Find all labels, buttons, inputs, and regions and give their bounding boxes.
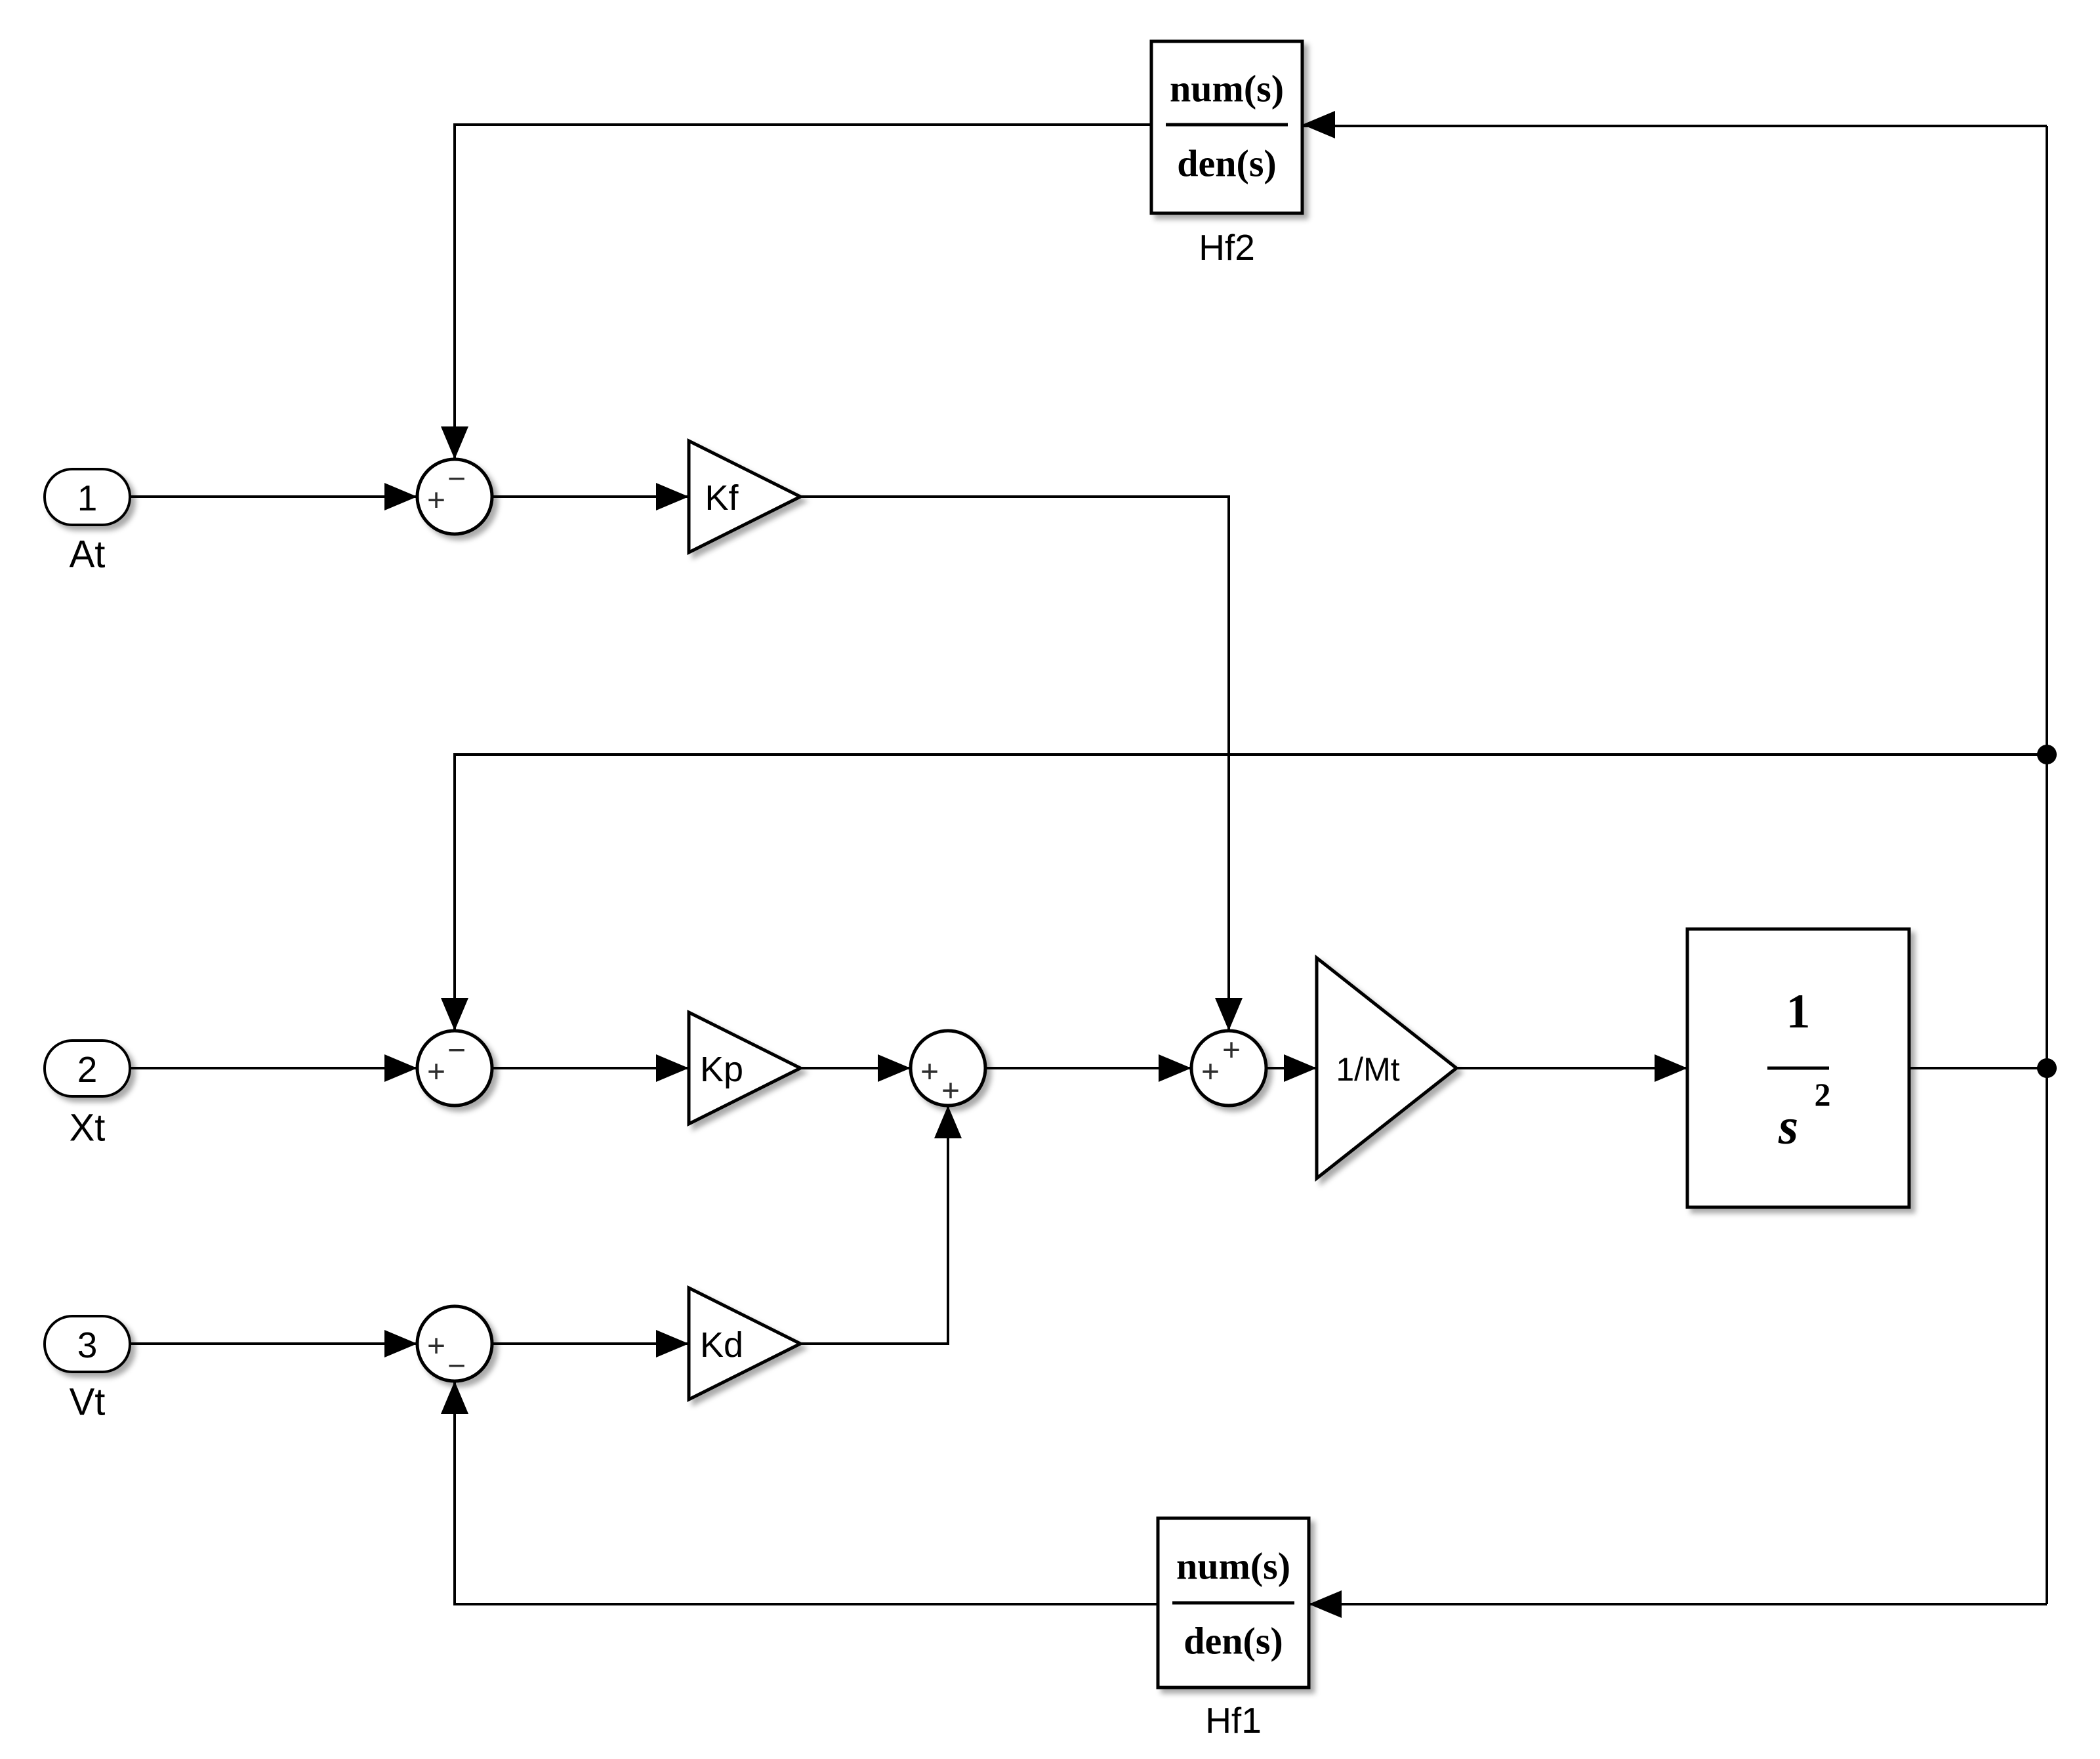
inport-shape[interactable] xyxy=(43,1039,131,1098)
inport-vt[interactable]: 3 Vt xyxy=(43,1315,131,1424)
wires xyxy=(130,123,2048,1605)
inport-xt[interactable]: 2 Xt xyxy=(43,1039,131,1149)
sum-sign-plus: + xyxy=(427,1055,445,1090)
gain-kf[interactable]: Kf xyxy=(687,438,804,556)
sum-shape[interactable] xyxy=(1189,1029,1268,1107)
arrowhead xyxy=(656,1054,689,1082)
gain-shape[interactable] xyxy=(687,1009,804,1127)
wire-hf2-to-at-sum[interactable] xyxy=(453,123,1151,459)
sum-sign-plus: + xyxy=(920,1055,939,1090)
gain-mt[interactable]: 1/Mt xyxy=(1315,954,1460,1182)
arrowhead xyxy=(878,1054,911,1082)
integrator-denominator-exponent: 2 xyxy=(1815,1076,1831,1113)
sum-at[interactable]: + − xyxy=(415,457,494,536)
arrowhead xyxy=(934,1106,962,1138)
sum-sign-plus: + xyxy=(1222,1033,1241,1068)
sum-shape[interactable] xyxy=(415,1304,494,1383)
gain-label: Kf xyxy=(705,478,739,518)
arrowheads xyxy=(384,111,1687,1618)
block-caption: Hf1 xyxy=(1205,1700,1262,1741)
inport-label: Xt xyxy=(70,1107,106,1149)
inport-shape[interactable] xyxy=(43,468,131,526)
integrator-denominator-s: s xyxy=(1778,1098,1798,1155)
arrowhead xyxy=(1655,1054,1687,1082)
wire-hf1-to-vt-sum[interactable] xyxy=(453,1381,1158,1605)
wire-kd-to-pd-sum[interactable] xyxy=(800,1106,949,1345)
inport-number: 3 xyxy=(77,1325,98,1365)
arrowhead xyxy=(1159,1054,1191,1082)
sum-force[interactable]: + + xyxy=(1189,1029,1268,1107)
arrowhead xyxy=(441,1381,468,1414)
tf-denominator: den(s) xyxy=(1184,1620,1283,1663)
gain-shape[interactable] xyxy=(687,438,804,556)
sum-sign-plus: + xyxy=(941,1074,960,1109)
tf-denominator: den(s) xyxy=(1177,142,1276,185)
gain-shape[interactable] xyxy=(687,1285,804,1403)
sum-sign-minus: − xyxy=(447,1349,466,1384)
tf-numerator: num(s) xyxy=(1176,1545,1290,1588)
sum-sign-plus: + xyxy=(1201,1055,1220,1090)
sum-vt[interactable]: + − xyxy=(415,1304,494,1384)
sum-shape[interactable] xyxy=(415,1029,494,1107)
double-integrator-block[interactable]: 1 s 2 xyxy=(1685,927,1911,1209)
branch-dot xyxy=(2037,745,2057,764)
arrowhead xyxy=(1309,1590,1342,1618)
sum-sign-minus: − xyxy=(447,462,466,497)
sum-shape[interactable] xyxy=(415,457,494,536)
inport-label: Vt xyxy=(70,1381,106,1424)
gain-label: Kp xyxy=(700,1050,743,1089)
block-caption: Hf2 xyxy=(1199,227,1255,268)
inport-number: 1 xyxy=(77,478,98,518)
gain-kp[interactable]: Kp xyxy=(687,1009,804,1127)
arrowhead xyxy=(1302,111,1335,138)
gain-kd[interactable]: Kd xyxy=(687,1285,804,1403)
sum-pd[interactable]: + + xyxy=(909,1029,987,1109)
gain-label: 1/Mt xyxy=(1336,1051,1399,1088)
arrowhead xyxy=(1215,998,1243,1031)
arrowhead xyxy=(656,1330,689,1357)
gain-label: Kd xyxy=(700,1325,743,1365)
sum-sign-plus: + xyxy=(427,1329,445,1364)
branch-dot xyxy=(2037,1058,2057,1078)
arrowhead xyxy=(384,1330,417,1357)
arrowhead xyxy=(1284,1054,1317,1082)
sum-sign-plus: + xyxy=(427,484,445,518)
inport-label: At xyxy=(70,533,106,576)
integrator-numerator: 1 xyxy=(1786,985,1811,1039)
arrowhead xyxy=(384,1054,417,1082)
inport-at[interactable]: 1 At xyxy=(43,468,131,576)
sum-sign-minus: − xyxy=(447,1033,466,1068)
sum-xt[interactable]: + − xyxy=(415,1029,494,1107)
transfer-fcn-shape[interactable] xyxy=(1149,39,1304,215)
wire-kf-to-force-sum[interactable] xyxy=(800,495,1230,1031)
arrowhead xyxy=(441,998,468,1031)
transfer-fcn-hf1[interactable]: num(s) den(s) Hf1 xyxy=(1156,1516,1311,1741)
gain-shape[interactable] xyxy=(1315,954,1460,1182)
wire-position-feedback[interactable] xyxy=(453,753,2047,1031)
arrowhead xyxy=(441,426,468,459)
arrowhead xyxy=(384,483,417,510)
inport-number: 2 xyxy=(77,1049,98,1090)
arrowhead xyxy=(656,483,689,510)
transfer-fcn-hf2[interactable]: num(s) den(s) Hf2 xyxy=(1149,39,1304,268)
inport-shape[interactable] xyxy=(43,1315,131,1373)
tf-numerator: num(s) xyxy=(1170,68,1284,110)
sum-shape[interactable] xyxy=(909,1029,987,1107)
